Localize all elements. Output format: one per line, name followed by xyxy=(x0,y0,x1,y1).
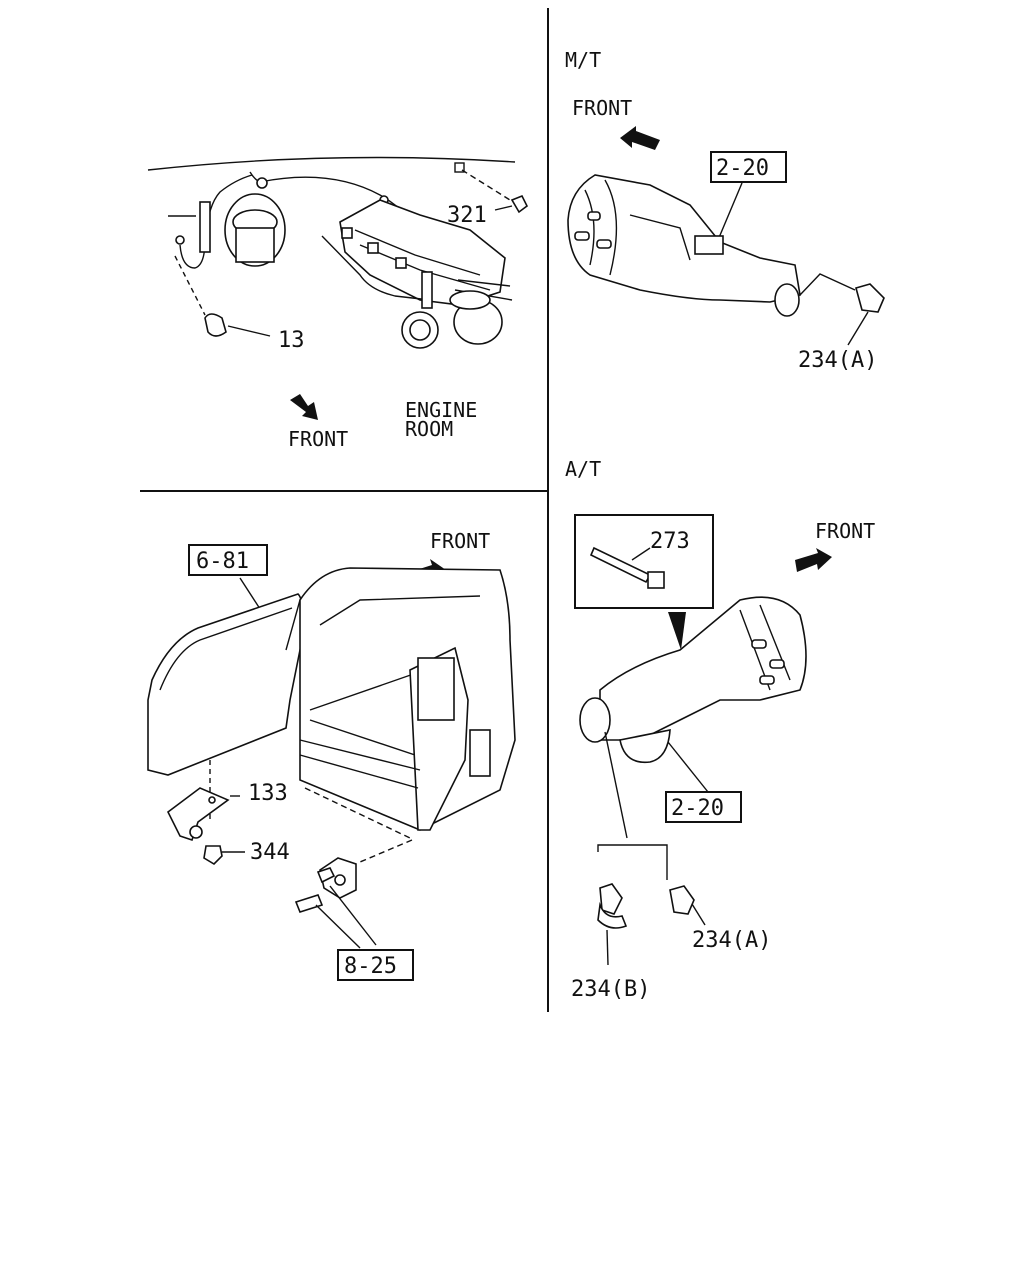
at-part-273-label: 273 xyxy=(650,529,690,554)
cable-tie-icon xyxy=(589,546,665,589)
inset-pointer xyxy=(668,612,686,650)
at-ref-label: 2-20 xyxy=(671,796,724,821)
front-arrow-icon xyxy=(290,394,318,420)
striker-ref-box xyxy=(337,949,414,981)
mt-ref-label: 2-20 xyxy=(716,156,769,181)
engine-room-front-label: FRONT xyxy=(288,427,348,451)
rear-door-illustration xyxy=(147,567,516,831)
door-ref-label: 6-81 xyxy=(196,549,249,574)
striker-ref-label: 8-25 xyxy=(344,954,397,979)
part-13-label: 13 xyxy=(278,328,305,353)
striker-illustration xyxy=(294,787,413,949)
front-arrow-icon xyxy=(620,126,660,150)
rear-front-label: FRONT xyxy=(430,529,490,553)
mt-transmission-illustration xyxy=(567,174,885,346)
mt-heading: M/T xyxy=(565,48,601,72)
at-transmission-illustration xyxy=(579,596,807,966)
at-part-234a-label: 234(A) xyxy=(692,928,771,953)
engine-room-illustration xyxy=(147,156,529,349)
engine-room-title-line1: ENGINE xyxy=(405,398,477,422)
at-part-234b-label: 234(B) xyxy=(571,977,650,1002)
mt-front-label: FRONT xyxy=(572,96,632,120)
part-133-label: 133 xyxy=(248,781,288,806)
mt-ref-box xyxy=(710,151,787,183)
hinge-bracket-illustration xyxy=(166,787,245,866)
mt-part-234a-label: 234(A) xyxy=(798,348,877,373)
front-arrow-icon xyxy=(795,548,832,572)
at-inset-box xyxy=(574,514,714,609)
at-heading: A/T xyxy=(565,457,601,481)
door-ref-box xyxy=(188,544,268,576)
part-344-label: 344 xyxy=(250,840,290,865)
at-front-label: FRONT xyxy=(815,519,875,543)
engine-room-title-line2: ROOM xyxy=(405,417,453,441)
at-ref-box xyxy=(665,791,742,823)
part-321-label: 321 xyxy=(447,203,487,228)
